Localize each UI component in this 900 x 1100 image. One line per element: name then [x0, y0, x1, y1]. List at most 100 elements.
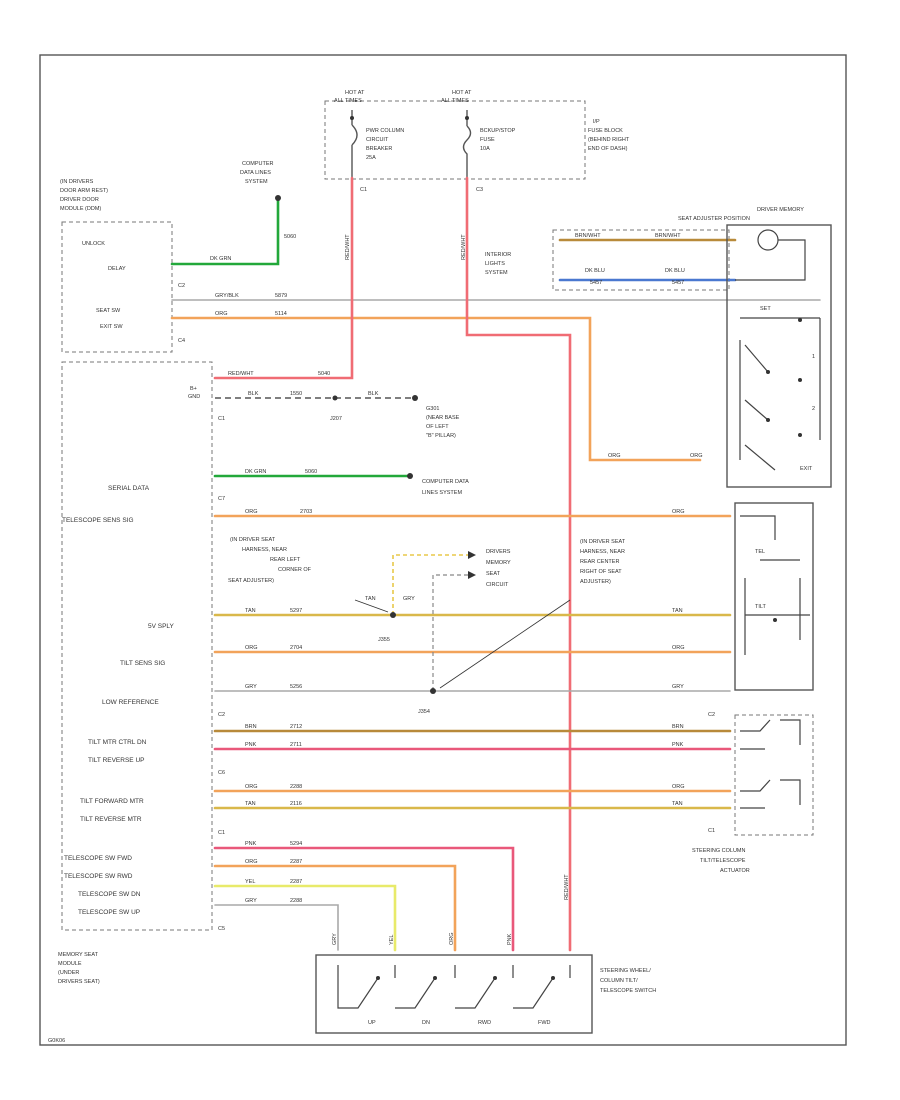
svg-text:TELESCOPE SENS SIG: TELESCOPE SENS SIG — [62, 517, 134, 524]
svg-text:BRN/WHT: BRN/WHT — [575, 233, 601, 239]
telescope-rwd-wire — [213, 864, 457, 952]
svg-text:PNK: PNK — [245, 742, 257, 748]
svg-text:DRIVERS SEAT): DRIVERS SEAT) — [58, 979, 100, 985]
svg-text:RWD: RWD — [478, 1020, 491, 1026]
computer-data-top-label: COMPUTER DATA LINES SYSTEM — [240, 161, 274, 185]
svg-text:RED/WHT: RED/WHT — [228, 371, 254, 377]
svg-text:HOT AT: HOT AT — [345, 90, 365, 96]
telescope-up-wire — [214, 904, 339, 951]
svg-text:TILT SENS SIG: TILT SENS SIG — [120, 660, 165, 667]
svg-text:2288: 2288 — [290, 784, 302, 790]
svg-text:C1: C1 — [360, 187, 367, 193]
svg-text:DRIVER MEMORY: DRIVER MEMORY — [757, 207, 804, 213]
svg-text:2703: 2703 — [300, 509, 312, 515]
svg-text:ADJUSTER): ADJUSTER) — [580, 579, 611, 585]
wire-label-red-1: RED/WHT — [345, 234, 351, 260]
interior-lights-system: INTERIOR LIGHTS SYSTEM — [485, 229, 730, 291]
svg-text:END OF DASH): END OF DASH) — [588, 146, 628, 152]
svg-text:SYSTEM: SYSTEM — [245, 179, 268, 185]
svg-text:C5: C5 — [218, 926, 225, 932]
svg-text:BRN: BRN — [245, 724, 257, 730]
ground-g301: J207 BLK G301 (NEAR BASE OF LEFT "B" PIL… — [330, 391, 460, 439]
svg-text:CIRCUIT: CIRCUIT — [486, 582, 509, 588]
svg-text:EXIT: EXIT — [800, 466, 813, 472]
svg-text:ORG: ORG — [245, 509, 258, 515]
svg-text:UNLOCK: UNLOCK — [82, 241, 105, 247]
svg-text:5256: 5256 — [290, 684, 302, 690]
svg-text:DRIVER DOOR: DRIVER DOOR — [60, 197, 99, 203]
svg-text:J355: J355 — [378, 637, 390, 643]
svg-text:(IN DRIVER SEAT: (IN DRIVER SEAT — [580, 539, 626, 545]
svg-text:TELESCOPE SW UP: TELESCOPE SW UP — [78, 909, 140, 916]
svg-text:2288: 2288 — [290, 898, 302, 904]
svg-text:COMPUTER: COMPUTER — [242, 161, 274, 167]
svg-text:TAN: TAN — [245, 801, 256, 807]
svg-text:MODULE (DDM): MODULE (DDM) — [60, 206, 101, 212]
svg-text:DK GRN: DK GRN — [245, 469, 266, 475]
svg-text:EXIT SW: EXIT SW — [100, 324, 123, 330]
svg-text:PNK: PNK — [245, 841, 257, 847]
svg-text:C2: C2 — [708, 712, 715, 718]
svg-text:OF LEFT: OF LEFT — [426, 424, 449, 430]
svg-text:"B" PILLAR): "B" PILLAR) — [426, 433, 456, 439]
svg-text:SEAT SW: SEAT SW — [96, 308, 121, 314]
svg-text:2704: 2704 — [290, 645, 302, 651]
svg-text:5297: 5297 — [290, 608, 302, 614]
svg-text:TILT FORWARD MTR: TILT FORWARD MTR — [80, 798, 144, 805]
diagram-frame — [39, 54, 847, 1046]
svg-text:BLK: BLK — [248, 391, 259, 397]
svg-text:COMPUTER DATA: COMPUTER DATA — [422, 479, 469, 485]
svg-text:ORG: ORG — [245, 784, 258, 790]
svg-text:2287: 2287 — [290, 859, 302, 865]
svg-text:5457: 5457 — [590, 280, 602, 286]
svg-text:BRN: BRN — [672, 724, 684, 730]
svg-text:ORG: ORG — [690, 453, 703, 459]
svg-text:LIGHTS: LIGHTS — [485, 261, 505, 267]
svg-text:J207: J207 — [330, 416, 342, 422]
svg-text:DRIVERS: DRIVERS — [486, 549, 511, 555]
svg-text:MEMORY SEAT: MEMORY SEAT — [58, 952, 99, 958]
svg-text:5060: 5060 — [305, 469, 317, 475]
memory-seat-module-outline — [61, 361, 213, 931]
svg-text:TAN: TAN — [245, 608, 256, 614]
svg-text:5114: 5114 — [275, 311, 287, 317]
svg-text:I/P: I/P — [593, 119, 600, 125]
driver-door-module: (IN DRIVERS DOOR ARM REST) DRIVER DOOR M… — [60, 179, 185, 353]
svg-text:FUSE BLOCK: FUSE BLOCK — [588, 128, 623, 134]
svg-text:GND: GND — [188, 394, 200, 400]
svg-text:TAN: TAN — [672, 801, 683, 807]
svg-text:LOW REFERENCE: LOW REFERENCE — [102, 699, 159, 706]
svg-text:BLK: BLK — [368, 391, 379, 397]
svg-text:PNK: PNK — [672, 742, 684, 748]
svg-text:ORG: ORG — [672, 784, 685, 790]
svg-text:GRY: GRY — [403, 596, 415, 602]
svg-text:BCKUP/STOP: BCKUP/STOP — [480, 128, 516, 134]
svg-text:TILT MTR CTRL DN: TILT MTR CTRL DN — [88, 739, 147, 746]
tilt-telescope-actuator: TEL TILT C2 C1 STEERING COLUMN TILT/TELE… — [692, 502, 814, 874]
svg-text:C1: C1 — [218, 416, 225, 422]
svg-text:DATA LINES: DATA LINES — [240, 170, 271, 176]
svg-text:C1: C1 — [218, 830, 225, 836]
svg-text:BRN/WHT: BRN/WHT — [655, 233, 681, 239]
svg-text:5V SPLY: 5V SPLY — [148, 623, 175, 630]
svg-text:C2: C2 — [178, 283, 185, 289]
svg-text:2711: 2711 — [290, 742, 302, 748]
svg-text:25A: 25A — [366, 155, 376, 161]
svg-text:TILT: TILT — [755, 604, 767, 610]
svg-text:ALL TIMES: ALL TIMES — [441, 98, 469, 104]
svg-text:5294: 5294 — [290, 841, 302, 847]
svg-text:2712: 2712 — [290, 724, 302, 730]
exit-sw-wire — [170, 316, 702, 462]
svg-text:SEAT ADJUSTER POSITION: SEAT ADJUSTER POSITION — [678, 216, 750, 222]
red-wire-breaker — [213, 176, 354, 380]
svg-text:TAN: TAN — [365, 596, 376, 602]
svg-text:TELESCOPE SW DN: TELESCOPE SW DN — [78, 891, 141, 898]
svg-text:C4: C4 — [178, 338, 185, 344]
svg-text:(BEHIND RIGHT: (BEHIND RIGHT — [588, 137, 630, 143]
svg-text:C1: C1 — [708, 828, 715, 834]
telescope-dn-wire — [213, 884, 397, 952]
svg-text:(NEAR BASE: (NEAR BASE — [426, 415, 460, 421]
svg-text:ORG: ORG — [608, 453, 621, 459]
svg-text:SYSTEM: SYSTEM — [485, 270, 508, 276]
